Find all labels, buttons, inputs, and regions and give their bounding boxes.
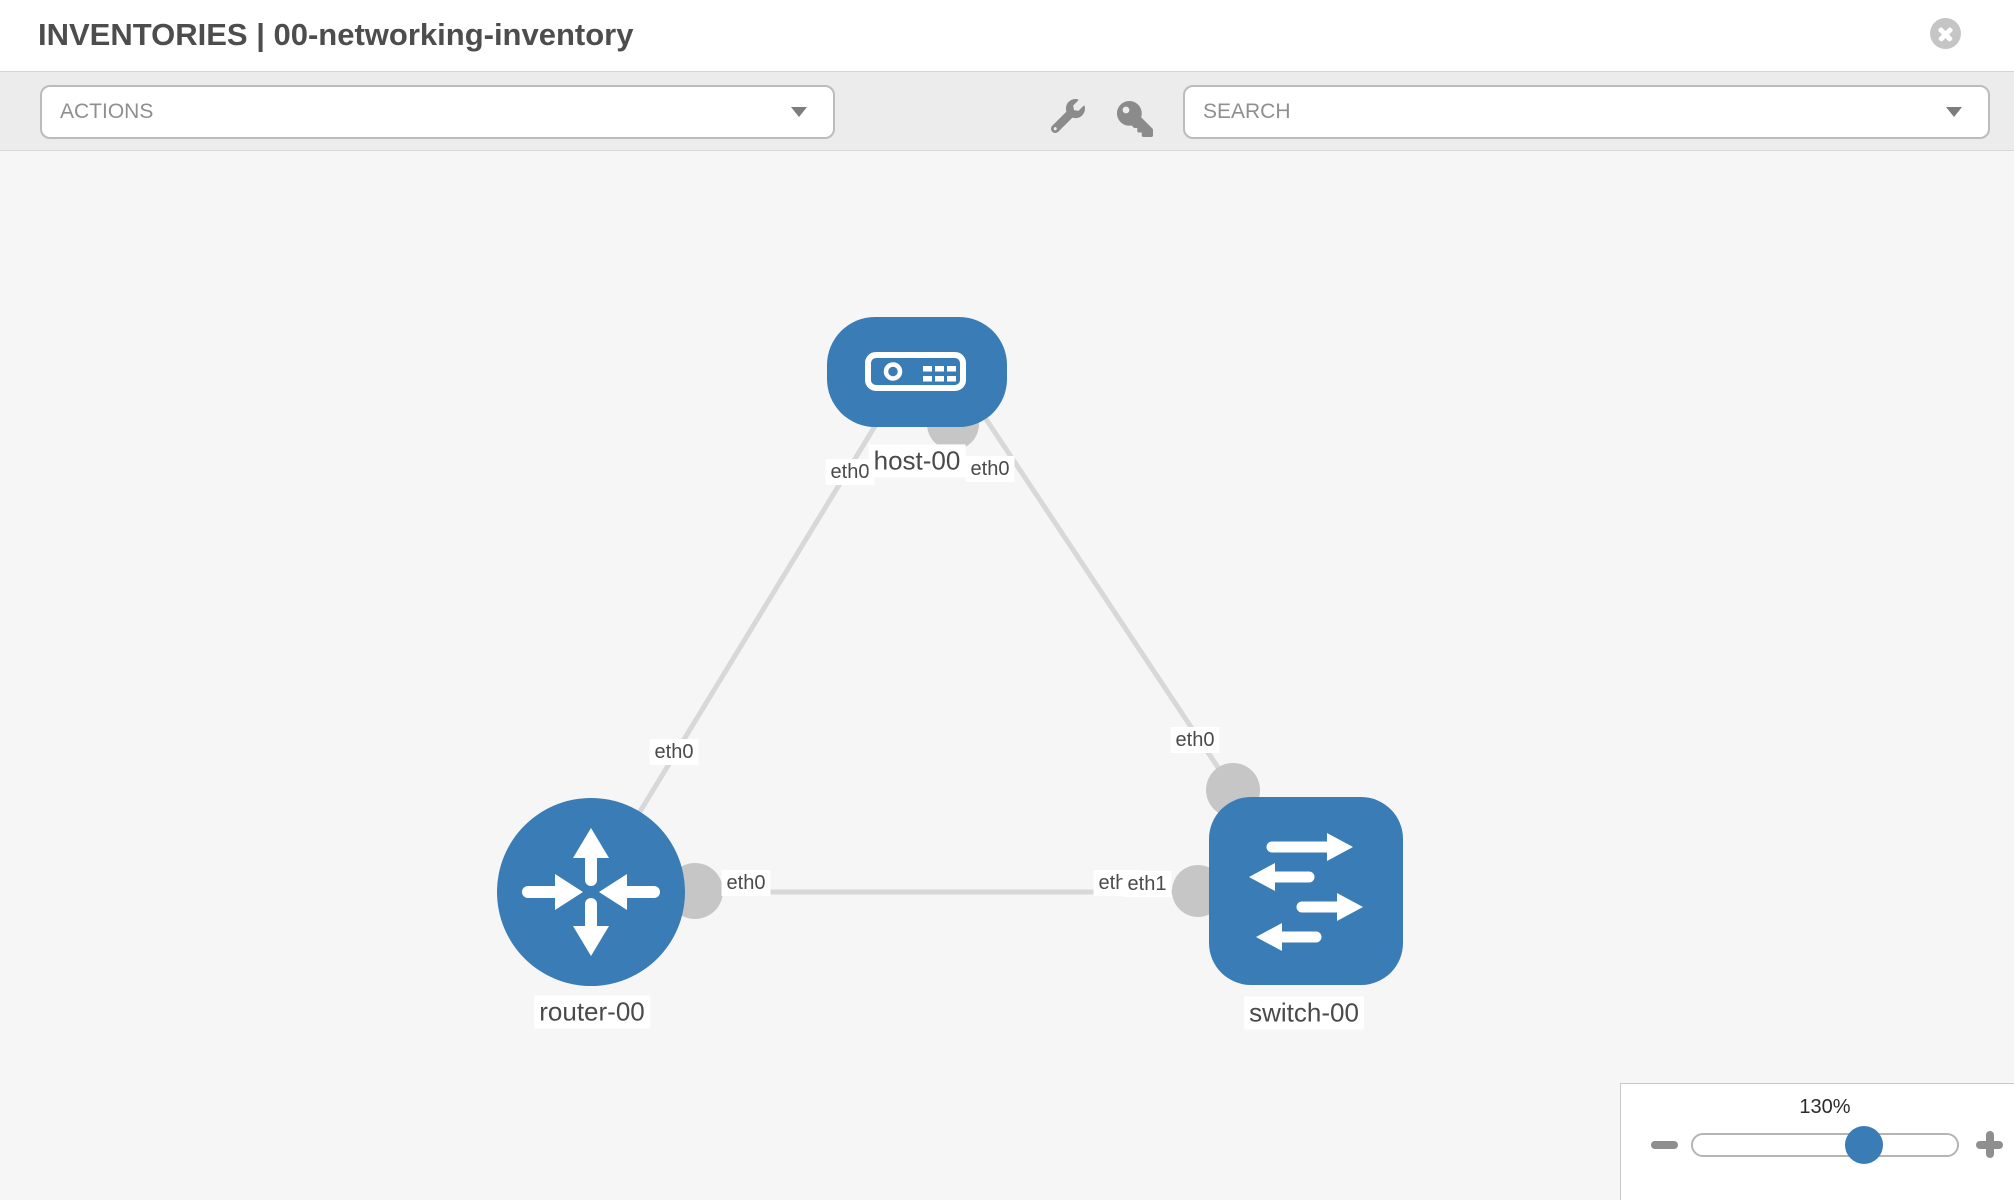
zoom-control-panel: 130% [1620,1083,2014,1200]
router-icon [522,828,660,956]
plus-icon[interactable] [1976,1131,2003,1158]
node-host-00[interactable] [827,317,1007,427]
actions-dropdown[interactable]: ACTIONS [40,85,835,139]
interface-label: eth0 [965,456,1015,482]
zoom-slider-thumb[interactable] [1845,1126,1883,1164]
chevron-down-icon [1946,107,1962,117]
wrench-icon[interactable] [1051,99,1085,133]
zoom-slider-track[interactable] [1691,1133,1959,1157]
zoom-level-value: 130% [1799,1096,1851,1118]
switch-icon [1249,833,1363,951]
interface-label: eth0 [721,870,771,896]
header: INVENTORIES | 00-networking-inventory [0,0,2014,72]
node-label-switch: switch-00 [1244,996,1364,1030]
node-switch-00[interactable] [1209,797,1403,985]
page-title: INVENTORIES | 00-networking-inventory [38,17,634,52]
minus-icon[interactable] [1651,1141,1678,1149]
node-label-host: host-00 [868,444,966,478]
chevron-down-icon [791,107,807,117]
plus-bar [1986,1131,1994,1158]
search-placeholder: SEARCH [1203,100,1291,123]
close-icon[interactable] [1930,18,1961,49]
links-layer [588,383,1306,919]
interface-label: eth1 [1122,871,1172,897]
node-router-00[interactable] [497,798,685,986]
node-label-router: router-00 [534,995,650,1029]
host-icon [865,352,966,391]
search-dropdown[interactable]: SEARCH [1183,85,1990,139]
interface-label: eth0 [649,739,699,765]
interface-label: eth0 [1170,727,1220,753]
topology-canvas[interactable]: eth0 eth0 eth0 eth0 eth0 eth0 eth1 host-… [0,151,2014,1200]
interface-label: eth0 [825,459,875,485]
key-icon[interactable] [1117,101,1153,137]
actions-dropdown-label: ACTIONS [60,100,154,123]
toolbar: ACTIONS SEARCH [0,72,2014,151]
